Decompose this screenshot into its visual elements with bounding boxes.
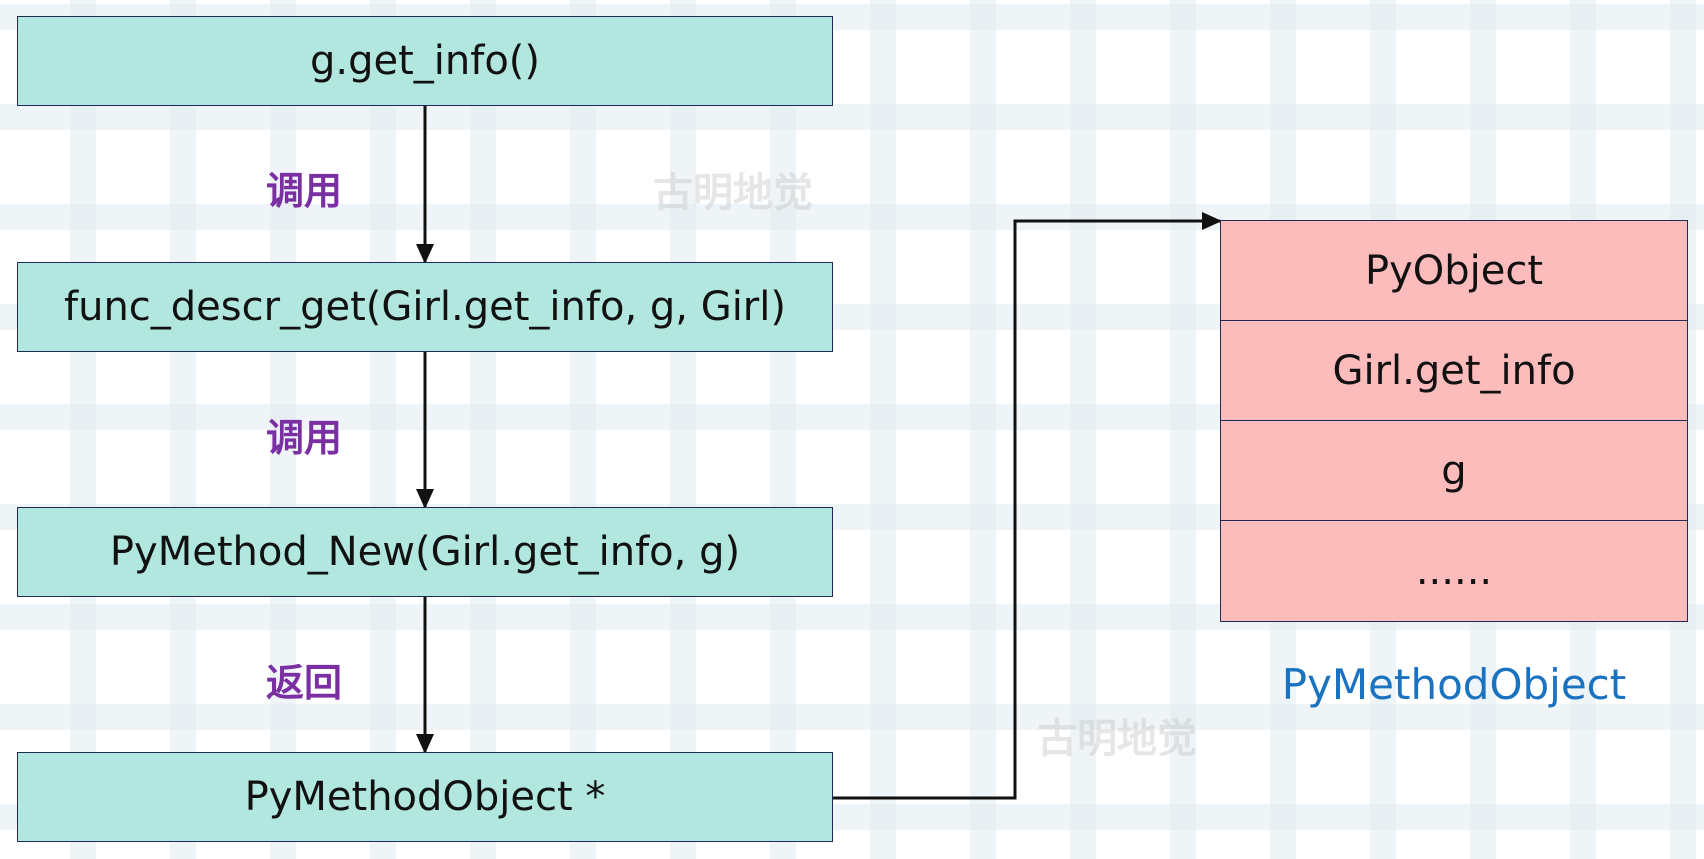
edge-label-call: 调用	[266, 169, 343, 213]
step-get-info-call: g.get_info()	[17, 16, 833, 106]
step-pymethod-new: PyMethod_New(Girl.get_info, g)	[17, 507, 833, 597]
struct-caption: PyMethodObject	[1281, 660, 1627, 709]
edge-label-return: 返回	[266, 661, 343, 705]
watermark: 古明地觉	[1037, 716, 1197, 762]
watermark: 古明地觉	[653, 170, 813, 216]
edge-label-call: 调用	[266, 416, 343, 460]
struct-field-pyobject: PyObject	[1221, 221, 1687, 321]
struct-field-ellipsis: ......	[1415, 548, 1493, 594]
pymethodobject-struct: PyObject Girl.get_info g ......	[1220, 220, 1688, 622]
struct-field-im-func: Girl.get_info	[1221, 321, 1687, 421]
step-func-descr-get: func_descr_get(Girl.get_info, g, Girl)	[17, 262, 833, 352]
struct-field-im-self: g	[1221, 421, 1687, 521]
step-pymethodobject-pointer: PyMethodObject *	[17, 752, 833, 842]
